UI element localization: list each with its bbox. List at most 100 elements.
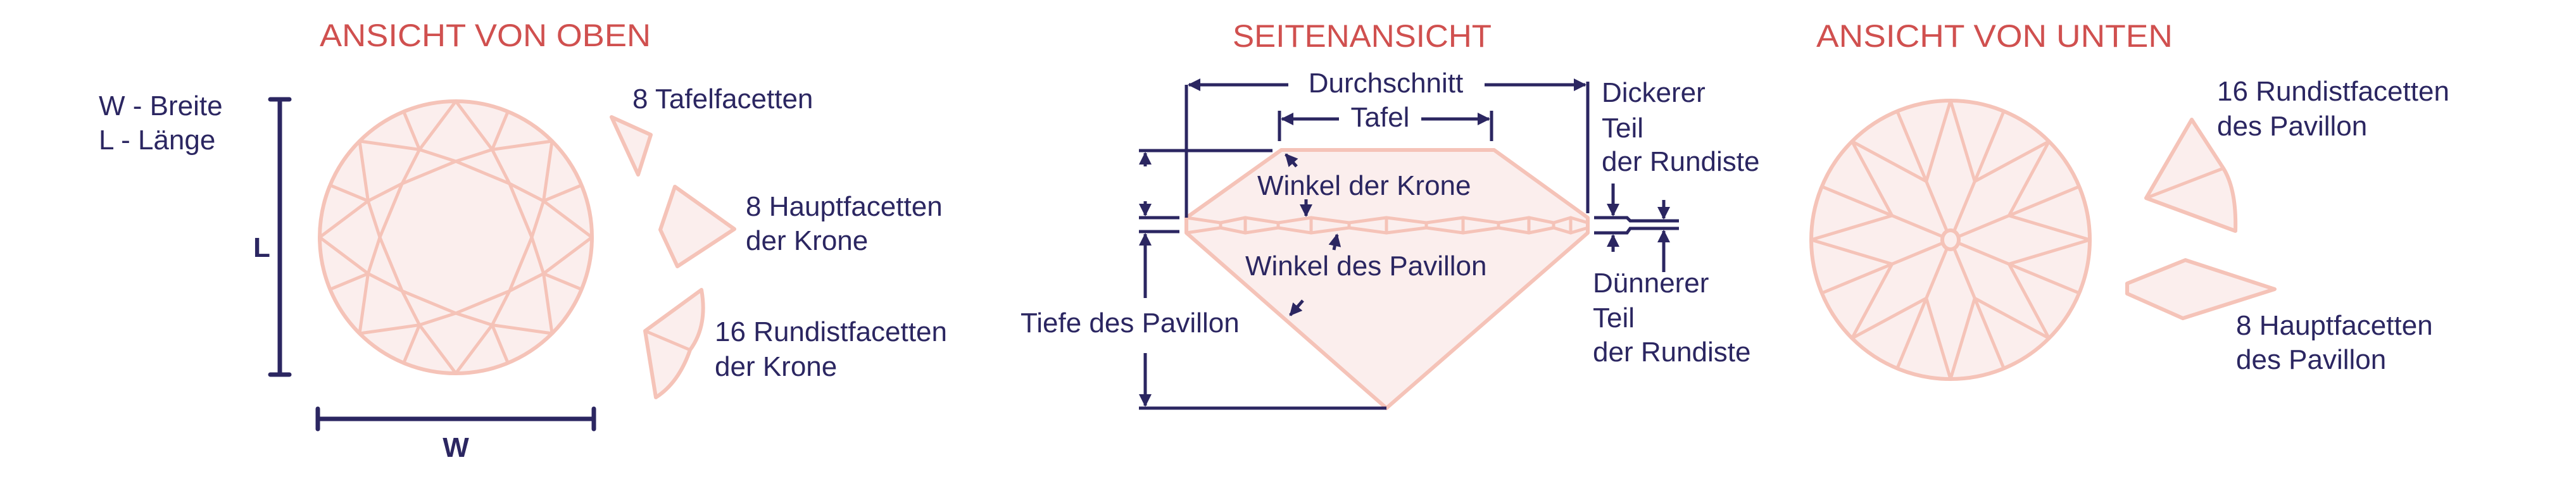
girdle-top-edge [1385,216,1428,225]
crown-main-label-1: 8 Hauptfacetten [746,191,943,222]
lower-girdle-facet-edge [2007,238,2092,266]
star-facet-edge [454,147,494,163]
upper-girdle-facet-edge [402,109,422,151]
crown-angle-pointer [1285,153,1298,168]
table-edge [508,235,534,293]
legend-width: W - Breite [99,90,223,121]
lower-girdle-facet-edge [1809,238,1894,266]
upper-girdle-facet-edge [490,109,510,151]
pavilion-bottom-diagram [1809,99,2092,381]
crown-girdle-facet-shape [643,288,705,399]
girdle-bottom-edge [1461,226,1500,235]
upper-girdle-facet-edge [402,323,422,365]
lower-girdle-facet-edge [1973,139,2051,184]
lower-girdle-facet-edge [1973,296,2051,340]
width-label: W [443,432,469,463]
table-edge [378,235,404,293]
lower-girdle-facet-edge [1850,262,1894,340]
girdle-bottom-edge [1219,226,1247,235]
girdle-top-edge [1309,216,1351,225]
table-edge [400,159,458,185]
star-facet-edge [530,235,546,275]
pavilion-main-edge [1890,242,1944,266]
girdle-bottom-edge [1424,226,1465,235]
culet [1940,228,1961,251]
table-facet-shape [610,115,653,177]
bottom-view: ANSICHT VON UNTEN 16 Rundistfacetten des… [1809,18,2449,381]
lower-girdle-split-edge [1895,296,1928,370]
lower-girdle-facet-edge [2007,214,2092,242]
crown-girdle-label-2: der Krone [715,351,837,382]
pavilion-main-edge [1890,214,1944,238]
pavilion-main-edge [1952,247,1976,300]
upper-girdle-facet-edge [328,271,370,291]
lower-girdle-facet-edge [1925,99,1952,184]
length-label: L [253,232,270,263]
crown-angle-label: Winkel der Krone [1257,170,1471,201]
upper-girdle-facet-edge [542,184,584,203]
pavilion-main-edge [1925,180,1949,233]
lower-girdle-split-edge [2007,185,2081,218]
thick-girdle-label-2: Teil [1602,113,1643,144]
pavilion-main-edge [1925,247,1949,300]
main-facet-edge [542,235,594,275]
upper-girdle-facet-edge [328,184,370,203]
upper-girdle-facet-edge [542,271,584,291]
pavilion-main-label-1: 8 Hauptfacetten [2236,310,2433,341]
bottom-view-title: ANSICHT VON UNTEN [1816,18,2173,54]
lower-girdle-facet-edge [1809,214,1894,242]
crown-girdle-facet-divider [643,329,692,352]
thick-girdle-label-3: der Rundiste [1602,146,1759,177]
star-facet-edge [366,199,382,239]
main-facet-edge [358,271,370,335]
girdle-bottom-edge [1184,226,1222,235]
table-facets-label: 8 Tafelfacetten [632,84,813,115]
pavilion-edge-pointer [1289,299,1304,316]
main-facet-edge [358,323,422,335]
main-facet-edge [542,139,554,203]
girdle-top-edge [1347,216,1388,225]
girdle-top-edge [1527,216,1555,225]
star-facet-edge [418,147,458,163]
lower-girdle-split-edge [1820,185,1894,218]
star-facet-edge [366,235,382,275]
star-facet-edge [530,199,546,239]
crown-top-diagram [318,99,594,375]
legend-length: L - Länge [99,125,215,156]
length-dimension: L [253,97,292,377]
width-dimension: W [315,406,596,463]
lower-girdle-facet-edge [1949,296,1976,381]
main-facet-edge [418,323,458,375]
star-facet-edge [400,147,422,185]
crown-main-label-2: der Krone [746,225,868,256]
star-facet-edge [454,311,494,327]
girdle-bottom-edge [1527,226,1555,235]
girdle-bottom-edge [1497,226,1531,235]
pavilion-girdle-label-2: des Pavillon [2217,111,2367,142]
girdle-top-edge [1276,216,1313,225]
girdle-top-edge [1424,216,1465,225]
girdle-top-edge [1461,216,1500,225]
pavilion-main-edge [1957,242,2011,266]
lower-girdle-split-edge [1895,109,1928,184]
main-facet-edge [542,271,554,335]
star-facet-edge [490,289,512,327]
girdle-top-edge [1552,216,1573,225]
main-facet-edge [542,199,594,239]
star-facet-edge [490,147,512,185]
lower-girdle-facet-edge [2007,262,2051,340]
main-facet-edge [358,139,422,151]
star-facet-edge [418,311,458,327]
thin-girdle-label-2: Teil [1593,302,1635,333]
main-facet-edge [358,139,370,203]
main-facet-edge [318,199,370,239]
table-edge [454,289,512,315]
table-edge [508,182,534,239]
girdle-bottom-edge [1243,226,1280,235]
lower-girdle-split-edge [1973,296,2006,370]
lower-girdle-facet-edge [1850,139,1928,184]
pavilion-girdle-facet-shape [2144,118,2238,233]
main-facet-edge [318,235,370,275]
star-facet-edge [366,271,404,293]
